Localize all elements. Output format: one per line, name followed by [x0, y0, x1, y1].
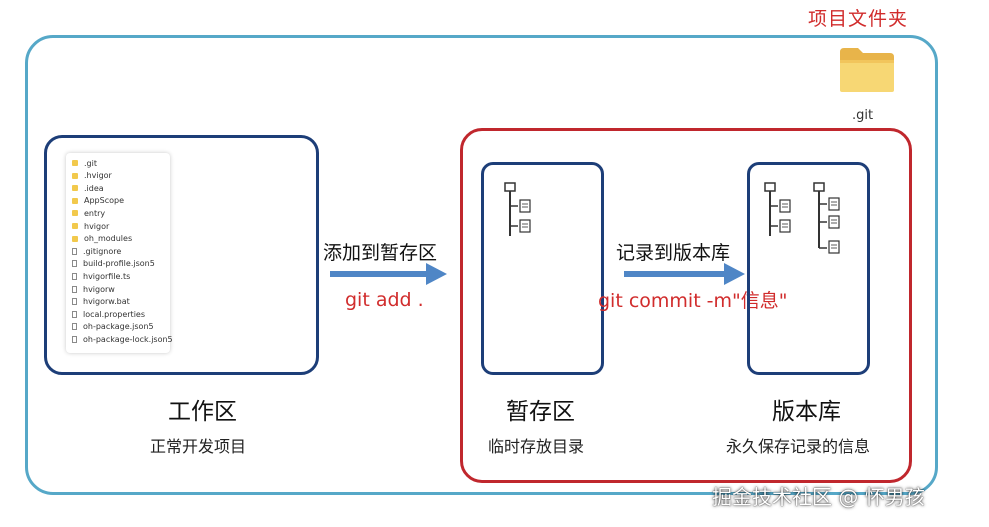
file-name: oh-package-lock.json5 [83, 334, 173, 344]
file-name: entry [84, 208, 106, 218]
arrow-right-icon [624, 263, 745, 285]
file-list-item: oh-package.json5 [72, 321, 154, 333]
folder-icon [72, 235, 78, 242]
file-list-item: .gitignore [72, 245, 121, 257]
folder-icon [72, 160, 78, 166]
repository-subtitle: 永久保存记录的信息 [726, 437, 871, 456]
file-list-item: build-profile.json5 [72, 258, 155, 270]
file-name: hvigorw [83, 284, 115, 294]
file-icon [72, 272, 77, 280]
project-folder-frame [25, 35, 938, 495]
working-directory-title: 工作区 [168, 399, 237, 425]
file-icon [72, 310, 77, 318]
file-icon [72, 323, 77, 331]
local-repository-group [460, 128, 912, 483]
file-tree-icon [764, 182, 791, 236]
file-icon [72, 335, 77, 343]
file-list-item: hvigorw.bat [72, 296, 130, 308]
folder-icon [840, 48, 894, 92]
staging-area-title: 暂存区 [506, 399, 575, 425]
working-directory-box [44, 135, 319, 375]
file-list-item: AppScope [72, 195, 124, 207]
file-tree-icon [813, 182, 840, 242]
file-icon [72, 260, 77, 268]
file-name: build-profile.json5 [83, 259, 155, 269]
file-name: .gitignore [83, 246, 122, 256]
watermark: 掘金技术社区 @ 怀男孩 [712, 485, 925, 509]
file-icon [72, 285, 77, 293]
add-step-label: 添加到暂存区 [323, 242, 438, 264]
file-icon [818, 238, 840, 254]
folder-icon [72, 185, 78, 192]
git-folder-label: .git [852, 108, 874, 123]
file-name: .hvigor [84, 171, 112, 181]
file-list-item: hvigor [72, 220, 109, 232]
file-list-item: oh_modules [72, 233, 132, 245]
file-name: hvigorw.bat [83, 297, 130, 307]
folder-icon [72, 223, 78, 229]
file-name: AppScope [84, 196, 124, 206]
file-name: hvigor [84, 221, 110, 231]
file-name: .idea [84, 183, 104, 193]
arrow-right-icon [330, 263, 447, 285]
folder-icon [72, 197, 78, 204]
file-list-item: entry [72, 207, 105, 219]
commit-step-label: 记录到版本库 [616, 242, 731, 264]
working-directory-subtitle: 正常开发项目 [150, 437, 247, 456]
file-list-item: hvigorw [72, 283, 115, 295]
file-list-item: .idea [72, 182, 104, 194]
file-icon [72, 298, 77, 306]
file-list-item: .git [72, 157, 97, 169]
folder-icon [72, 210, 78, 217]
file-name: oh-package.json5 [83, 322, 154, 332]
staging-area-box [481, 162, 604, 375]
repository-box [747, 162, 870, 375]
file-name: hvigorfile.ts [83, 271, 131, 281]
file-list-item: local.properties [72, 308, 145, 320]
staging-area-subtitle: 临时存放目录 [488, 437, 585, 456]
file-list-item: hvigorfile.ts [72, 270, 130, 282]
file-name: local.properties [83, 309, 146, 319]
file-name: oh_modules [84, 234, 133, 244]
project-folder-title: 项目文件夹 [808, 8, 909, 30]
folder-icon [72, 172, 78, 179]
file-list-item: .hvigor [72, 170, 112, 182]
file-name: .git [84, 158, 97, 168]
repository-title: 版本库 [772, 399, 841, 425]
git-commit-command: git commit -m"信息" [598, 290, 788, 312]
file-tree-icon [504, 182, 531, 236]
file-list-item: oh-package-lock.json5 [72, 333, 173, 345]
file-icon [72, 247, 77, 255]
git-add-command: git add . [345, 289, 424, 311]
